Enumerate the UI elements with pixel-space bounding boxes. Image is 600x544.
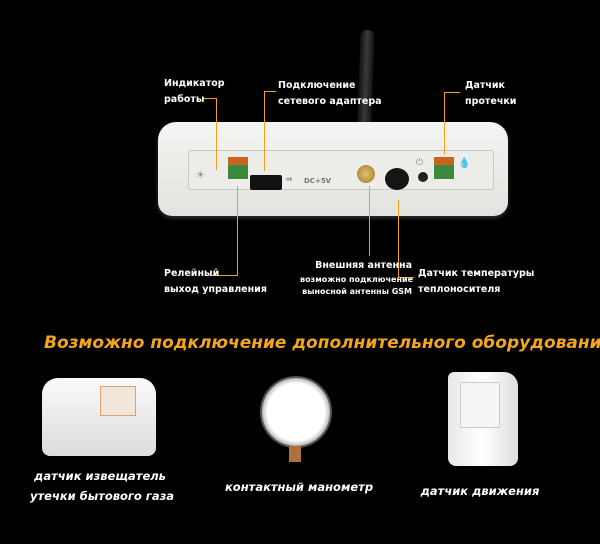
leak-terminal — [434, 157, 454, 179]
manometer-fitting — [289, 446, 301, 462]
usb-port — [250, 175, 282, 190]
power-port-label: DC+5V — [304, 177, 332, 185]
power-icon: ⏻ — [416, 158, 424, 168]
usb-icon: ⇸ — [285, 175, 293, 185]
manometer-image — [260, 376, 332, 448]
faucet-icon: 💧 — [458, 158, 471, 169]
gsm-controller-device: ⇸ DC+5V ⏻ 💧 ☀ — [158, 29, 508, 216]
indicator-led-icon: ☀ — [196, 170, 205, 181]
caption-manometer: контактный манометр — [225, 480, 374, 494]
relay-terminal — [228, 157, 248, 179]
power-button — [418, 172, 428, 182]
motion-sensor-image — [448, 372, 518, 466]
temperature-jack — [385, 168, 409, 190]
gas-detector-image — [42, 378, 156, 456]
caption-motion-sensor: датчик движения — [420, 484, 540, 498]
section-heading: Возможно подключение дополнительного обо… — [44, 333, 600, 353]
antenna-connector — [357, 165, 375, 183]
